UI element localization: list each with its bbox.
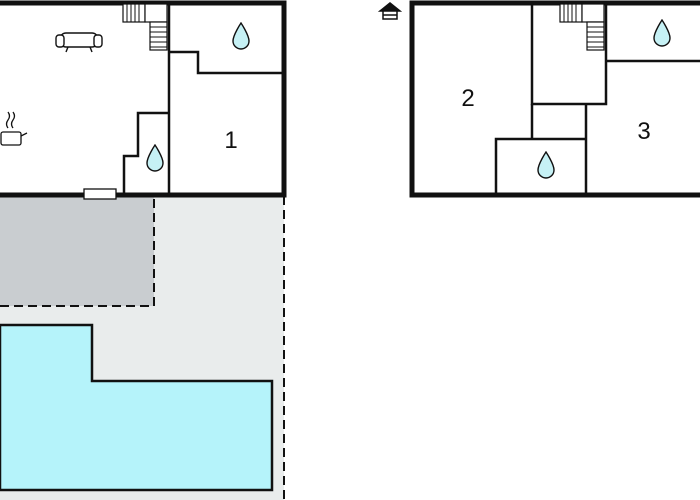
stairs-icon [559,3,605,51]
bathroom-wall [122,111,169,195]
room-label-3: 3 [637,118,650,145]
first-floor: 2 3 [409,0,700,198]
house-icon [377,2,403,20]
bathroom-wall [169,50,282,75]
room-label-2: 2 [461,85,474,112]
stair-hall-wall [530,3,608,106]
sofa-icon [55,32,103,53]
pool [0,323,274,492]
water-drop-icon [146,144,164,172]
water-drop-icon [232,22,250,50]
water-drop-icon [537,151,555,179]
water-drop-icon [653,19,671,47]
room-label-1: 1 [224,127,237,154]
first-floor-outer-wall [409,0,700,198]
door-icon [83,188,117,200]
bathroom-wall [494,137,586,195]
stove-icon [0,111,28,146]
covered-area [0,196,154,306]
covered-area-outline [0,196,155,307]
ground-floor-outer-wall [0,0,287,198]
stairs-icon [122,3,168,51]
ground-floor: 1 [0,0,287,500]
